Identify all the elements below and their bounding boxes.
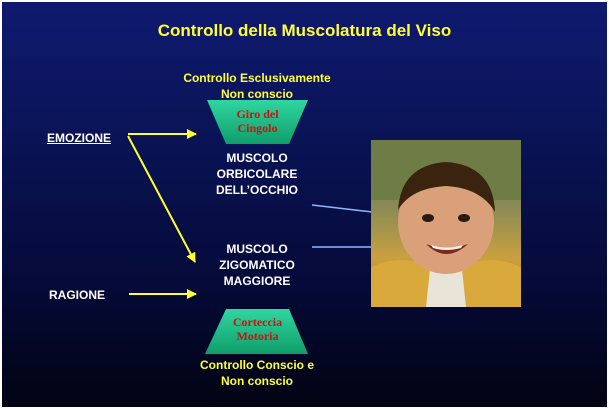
zygomatic-muscle-label: MUSCOLO ZIGOMATICO MAGGIORE xyxy=(197,241,317,289)
top-region-line-2: Cingolo xyxy=(237,121,278,135)
bottom-caption: Controllo Conscio e Non conscio xyxy=(182,357,332,389)
emotion-label: EMOZIONE xyxy=(47,131,112,145)
orbicular-muscle-label: MUSCOLO ORBICOLARE DELL’OCCHIO xyxy=(197,150,317,198)
top-trapezoid xyxy=(207,100,308,144)
top-caption: Controllo Esclusivamente Non conscio xyxy=(172,70,342,102)
bottom-region-line-2: Motoria xyxy=(236,329,279,343)
bottom-region-line-1: Corteccia xyxy=(232,315,283,329)
smiling-child-photo xyxy=(356,140,536,320)
bottom-caption-line-2: Non conscio xyxy=(220,374,293,388)
orbicular-line-1: MUSCOLO xyxy=(226,151,288,165)
zygomatic-line-3: MAGGIORE xyxy=(223,274,291,288)
top-caption-line-1: Controllo Esclusivamente xyxy=(183,71,331,85)
zygomatic-line-2: ZIGOMATICO xyxy=(219,258,295,272)
bottom-caption-line-1: Controllo Conscio e xyxy=(200,358,314,372)
child-illustration xyxy=(356,140,536,320)
bottom-trapezoid xyxy=(205,309,308,354)
top-caption-line-2: Non conscio xyxy=(220,87,293,101)
emotion-to-bottom-arrow xyxy=(127,135,196,263)
top-region-line-1: Giro del xyxy=(236,107,279,121)
reason-label: RAGIONE xyxy=(49,288,106,302)
orbicular-line-3: DELL’OCCHIO xyxy=(215,183,298,197)
slide-title: Controllo della Muscolatura del Viso xyxy=(157,21,452,40)
zygomatic-line-1: MUSCOLO xyxy=(226,242,288,256)
orbicular-line-2: ORBICOLARE xyxy=(216,167,298,181)
top-region-label: Giro del Cingolo xyxy=(226,107,289,135)
bottom-region-label: Corteccia Motoria xyxy=(226,315,289,343)
